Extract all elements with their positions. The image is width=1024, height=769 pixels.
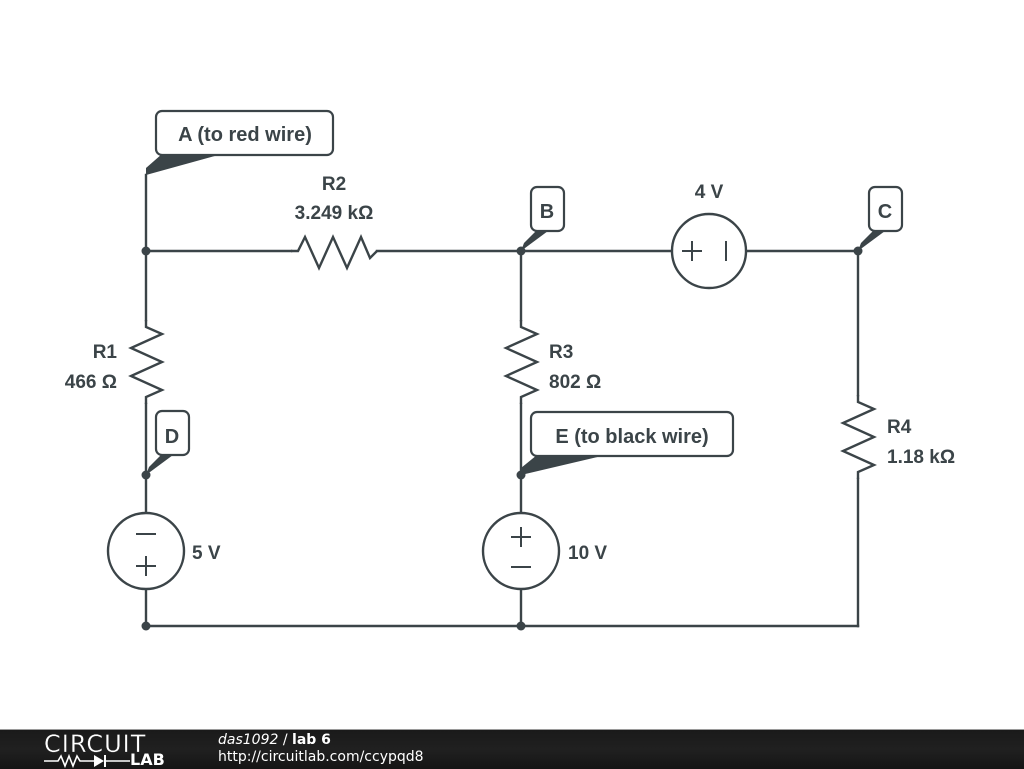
- resistor-r3-zigzag: [503, 320, 540, 404]
- v1-value: 5 V: [192, 543, 221, 564]
- resistor-r4[interactable]: R4 1.18 kΩ: [840, 395, 955, 479]
- logo-text-circuit: CIRCUIT: [44, 730, 147, 758]
- node-e-box: [529, 410, 735, 458]
- node-c-text: C: [878, 201, 892, 223]
- node-e-pointer: [521, 455, 606, 475]
- circuit-title[interactable]: lab 6: [292, 732, 331, 748]
- resistor-r1-zigzag: [128, 320, 165, 404]
- node-a-pointer: [146, 154, 222, 175]
- logo-text-lab: LAB: [130, 750, 165, 769]
- footer-info: das1092 / lab 6 http://circuitlab.com/cc…: [218, 732, 424, 766]
- node-b-box: [529, 185, 566, 233]
- node-label-a[interactable]: A (to red wire): [146, 109, 335, 175]
- junction-dot: [141, 621, 151, 631]
- voltage-source-5v[interactable]: 5 V: [106, 511, 221, 591]
- r3-name: R3: [549, 342, 573, 363]
- v3-value: 4 V: [695, 182, 724, 203]
- r2-name: R2: [322, 174, 346, 195]
- node-a-text: A (to red wire): [178, 124, 312, 146]
- node-b-pointer: [521, 231, 548, 251]
- title-separator: /: [278, 732, 293, 748]
- r4-name: R4: [887, 417, 912, 438]
- resistor-r3[interactable]: R3 802 Ω: [503, 320, 601, 404]
- voltage-source-4v[interactable]: 4 V: [670, 182, 748, 290]
- r4-value: 1.18 kΩ: [887, 447, 955, 468]
- v2-value: 10 V: [568, 543, 607, 564]
- voltage-source-4v-body: [670, 212, 748, 290]
- resistor-r1[interactable]: R1 466 Ω: [65, 320, 165, 404]
- circuit-title-line: das1092 / lab 6: [218, 732, 424, 749]
- circuit-url-link[interactable]: http://circuitlab.com/ccypqd8: [218, 749, 424, 765]
- node-c-pointer: [858, 231, 885, 251]
- node-label-d[interactable]: D: [146, 409, 191, 475]
- resistor-diode-icon: [44, 754, 130, 768]
- node-label-b[interactable]: B: [521, 185, 566, 251]
- node-d-text: D: [165, 426, 179, 448]
- author-username[interactable]: das1092: [218, 732, 279, 748]
- r3-value: 802 Ω: [549, 372, 601, 393]
- node-e-text: E (to black wire): [555, 426, 708, 448]
- r1-name: R1: [93, 342, 118, 363]
- node-d-box: [154, 409, 191, 457]
- node-d-pointer: [146, 455, 173, 475]
- voltage-source-10v[interactable]: 10 V: [481, 511, 607, 591]
- node-c-box: [867, 185, 904, 233]
- footer-bar: CIRCUIT LAB das1092 / lab 6 http://circu…: [0, 729, 1024, 769]
- node-label-c[interactable]: C: [858, 185, 904, 251]
- resistor-r4-zigzag: [840, 395, 877, 479]
- resistor-r2-zigzag: [291, 234, 378, 271]
- r2-value: 3.249 kΩ: [295, 203, 374, 224]
- voltage-source-5v-body: [106, 511, 186, 591]
- node-b-text: B: [540, 201, 554, 223]
- junction-dot: [141, 246, 151, 256]
- circuit-schematic: R2 3.249 kΩ R1 466 Ω R3 802 Ω R4 1.18 kΩ…: [65, 109, 955, 631]
- circuitlab-logo[interactable]: CIRCUIT LAB: [44, 732, 174, 768]
- resistor-r2[interactable]: R2 3.249 kΩ: [291, 174, 378, 271]
- voltage-source-10v-body: [481, 511, 561, 591]
- node-a-box: [154, 109, 335, 157]
- node-label-e[interactable]: E (to black wire): [521, 410, 735, 475]
- r1-value: 466 Ω: [65, 372, 117, 393]
- junction-dot: [516, 621, 526, 631]
